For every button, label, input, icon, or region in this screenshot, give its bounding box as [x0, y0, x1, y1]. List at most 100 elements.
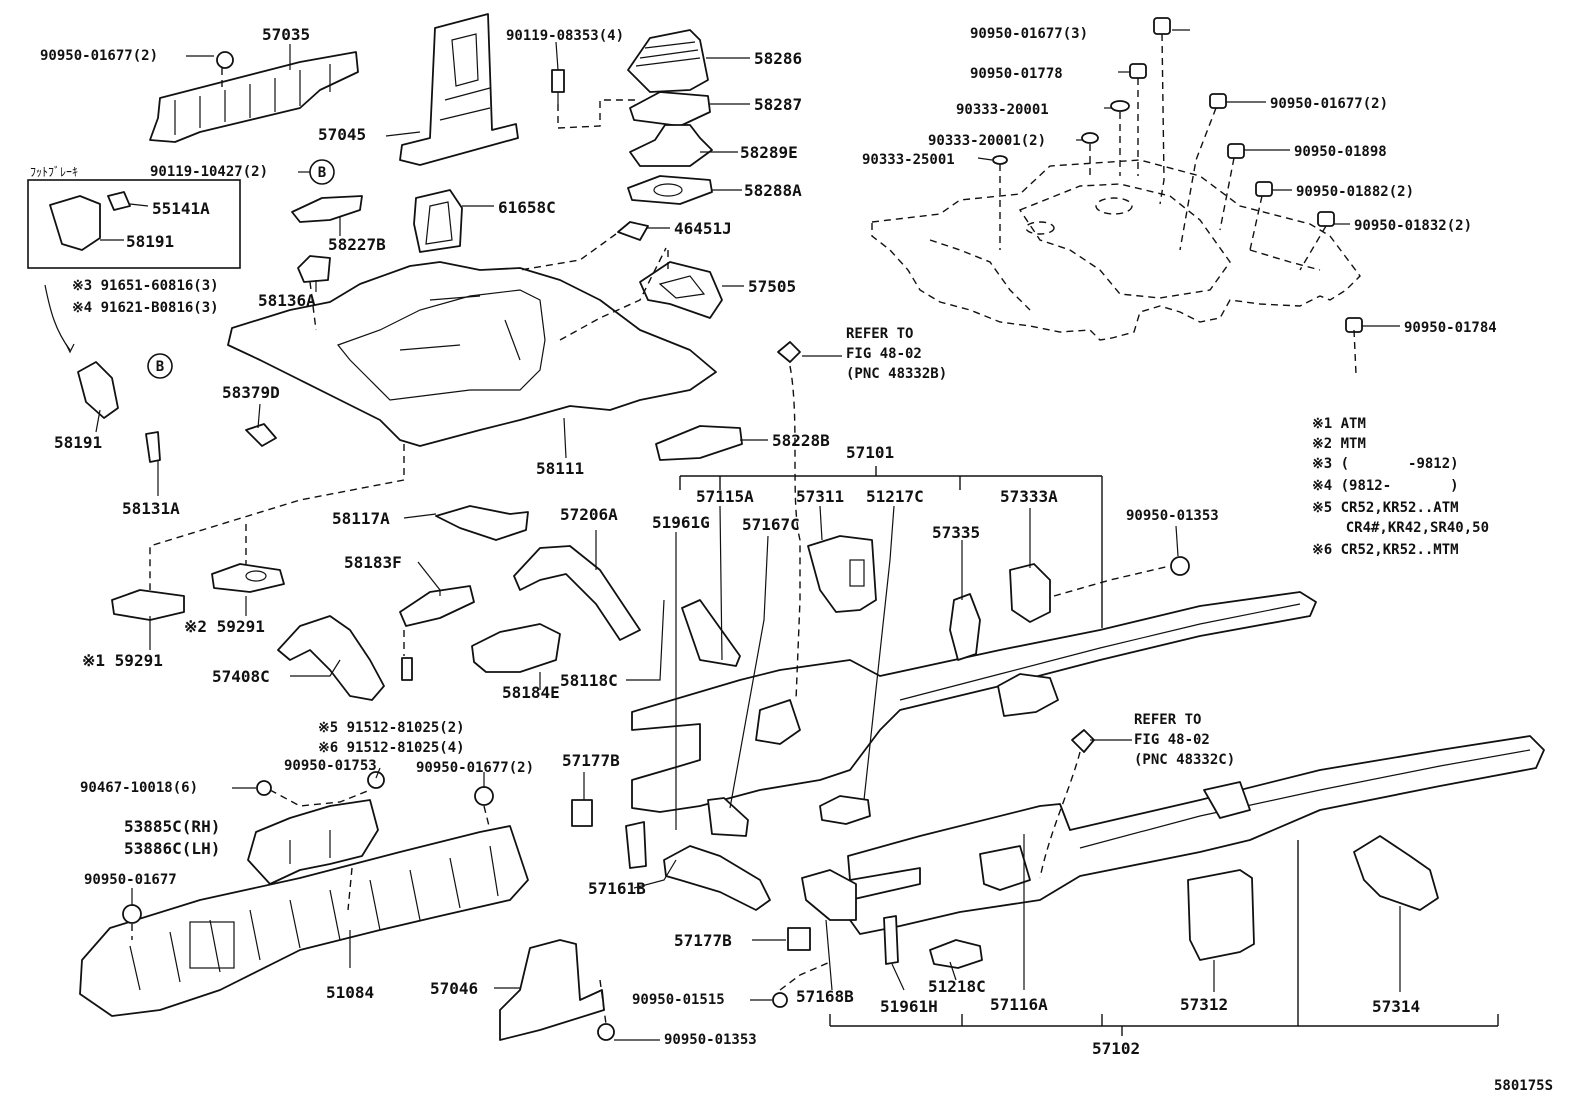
label-tr-90950-01832-2: 90950-01832(2): [1354, 218, 1472, 234]
part-58228B-drawing: [655, 425, 743, 461]
part-46451J-drawing: [617, 221, 649, 241]
label-57168B: 57168B: [796, 987, 854, 1006]
label-61658C: 61658C: [498, 198, 556, 217]
label-note5-91512: ※5 91512-81025(2): [318, 720, 465, 736]
grommet-90467-10018: [256, 780, 272, 796]
label-58183F: 58183F: [344, 553, 402, 572]
label-58136A: 58136A: [258, 291, 316, 310]
part-57333A-drawing: [1009, 563, 1051, 623]
label-51217C: 51217C: [866, 487, 924, 506]
label-58288A: 58288A: [744, 181, 802, 200]
floor-mat-drawing: [871, 159, 1361, 341]
label-57045: 57045: [318, 125, 366, 144]
clip-refer-48332C: [1071, 729, 1095, 753]
clip-tr-01677-2: [1209, 93, 1227, 109]
part-53885C-drawing: [247, 799, 379, 885]
label-90950-01677-2-mid: 90950-01677(2): [416, 760, 534, 776]
clip-tr-25001: [992, 155, 1008, 165]
label-58111: 58111: [536, 459, 584, 478]
label-note6-91512: ※6 91512-81025(4): [318, 740, 465, 756]
label-58131A: 58131A: [122, 499, 180, 518]
label-tr-90950-01882-2: 90950-01882(2): [1296, 184, 1414, 200]
part-59291-mtm-drawing: [211, 563, 285, 593]
label-57335: 57335: [932, 523, 980, 542]
label-51961H: 51961H: [880, 997, 938, 1016]
clip-tr-01677-3: [1153, 17, 1171, 35]
part-51218C-drawing: [929, 939, 983, 969]
label-tr-90950-01677-3: 90950-01677(3): [970, 26, 1088, 42]
label-tr-90333-20001-2: 90333-20001(2): [928, 133, 1046, 149]
circle-b-marker-top: B: [309, 159, 335, 185]
label-57035: 57035: [262, 25, 310, 44]
label-90950-01353-right: 90950-01353: [1126, 508, 1219, 524]
part-57168B-drawing: [801, 869, 857, 921]
label-note4-91621: ※4 91621-B0816(3): [72, 300, 219, 316]
part-58379D-drawing: [245, 423, 277, 447]
block-57177B-bot: [787, 927, 811, 951]
label-tr-90333-25001: 90333-25001: [862, 152, 955, 168]
note-2: ※2 MTM: [1312, 436, 1366, 452]
label-57177B-top: 57177B: [562, 751, 620, 770]
label-51218C: 51218C: [928, 977, 986, 996]
part-51961H-drawing: [883, 915, 899, 965]
label-tr-90950-01778: 90950-01778: [970, 66, 1063, 82]
part-58184E-drawing: [471, 623, 561, 673]
part-57311-drawing: [807, 535, 877, 613]
part-58111-drawing: [227, 261, 717, 447]
label-tr-90950-01677-2: 90950-01677(2): [1270, 96, 1388, 112]
figure-id: 580175S: [1494, 1078, 1553, 1094]
label-57116A: 57116A: [990, 995, 1048, 1014]
label-57333A: 57333A: [1000, 487, 1058, 506]
label-46451J: 46451J: [674, 219, 732, 238]
note-5: ※5 CR52,KR52..ATM: [1312, 500, 1459, 516]
label-57167C: 57167C: [742, 515, 800, 534]
clip-tr-01778: [1129, 63, 1147, 79]
label-note2-59291: ※2 59291: [184, 617, 265, 636]
label-58184E: 58184E: [502, 683, 560, 702]
label-57206A: 57206A: [560, 505, 618, 524]
grommet-90950-01353-right: [1170, 556, 1190, 576]
part-58183F-drawing: [399, 585, 475, 627]
part-58289E-drawing: [629, 124, 713, 167]
part-58191-drawing: [77, 361, 119, 419]
label-55141A: 55141A: [152, 199, 210, 218]
label-58191-box: 58191: [126, 232, 174, 251]
circle-b-marker-left: B: [147, 353, 173, 379]
label-58379D: 58379D: [222, 383, 280, 402]
label-58286: 58286: [754, 49, 802, 68]
part-58117A-drawing: [435, 505, 529, 541]
part-labels: 57035 90950-01677(2) 57045 90119-08353(4…: [30, 25, 1553, 1094]
clip-tr-20001: [1110, 100, 1130, 112]
part-57035-drawing: [149, 51, 359, 143]
label-90119-08353-4: 90119-08353(4): [506, 28, 624, 44]
label-58117A: 58117A: [332, 509, 390, 528]
part-51217C-drawing: [819, 795, 871, 825]
notes-legend: ※1 ATM ※2 MTM ※3 ( -9812) ※4 (9812- ) ※5…: [1312, 416, 1489, 558]
label-refer2-line1: REFER TO: [1134, 712, 1201, 728]
part-57505-drawing: [639, 261, 723, 319]
note-6: ※6 CR52,KR52..MTM: [1312, 542, 1459, 558]
label-51084: 51084: [326, 983, 374, 1002]
label-58118C: 58118C: [560, 671, 618, 690]
clip-tr-01898: [1227, 143, 1245, 159]
part-57167C-drawing: [707, 797, 749, 837]
part-57045-drawing: [399, 13, 519, 166]
label-51961G: 51961G: [652, 513, 710, 532]
label-90950-01515: 90950-01515: [632, 992, 725, 1008]
part-51084-drawing: [79, 825, 529, 1017]
label-tr-90333-20001: 90333-20001: [956, 102, 1049, 118]
label-58289E: 58289E: [740, 143, 798, 162]
label-refer1-line2: FIG 48-02: [846, 346, 922, 362]
label-57102: 57102: [1092, 1039, 1140, 1058]
grommet-90950-01515: [772, 992, 788, 1008]
clip-tr-20001-2: [1081, 132, 1099, 144]
label-57046: 57046: [430, 979, 478, 998]
label-53885C: 53885C(RH): [124, 817, 220, 836]
note-4: ※4 (9812- ): [1312, 478, 1459, 494]
label-58287: 58287: [754, 95, 802, 114]
part-57314-drawing: [1353, 835, 1439, 911]
clip-tr-01832: [1317, 211, 1335, 227]
note-3: ※3 ( -9812): [1312, 456, 1459, 472]
part-57046-drawing: [499, 939, 615, 1041]
label-57408C: 57408C: [212, 667, 270, 686]
